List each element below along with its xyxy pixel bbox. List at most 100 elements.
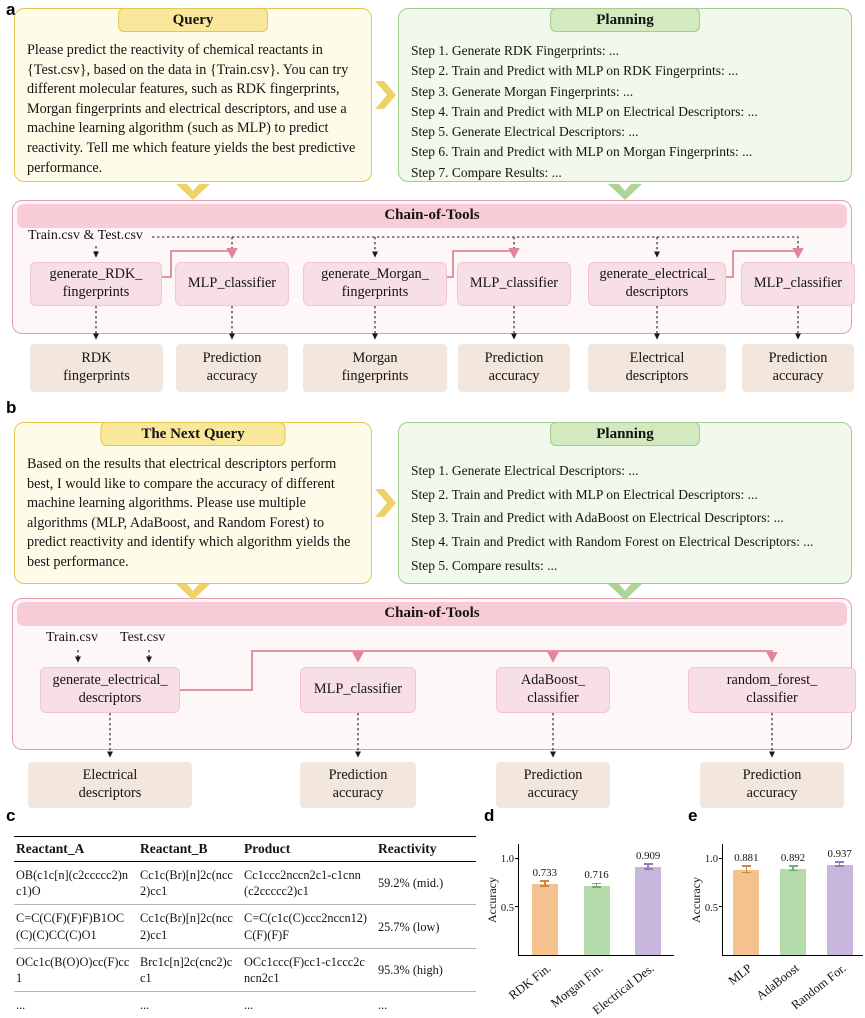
tool-box-generate-electrical-descriptors: generate_electrical_ descriptors: [588, 262, 726, 306]
error-bar-cap: [643, 863, 653, 865]
chevron-right-arrow-icon: [375, 489, 396, 517]
panel-label-c: c: [6, 806, 16, 825]
planning-steps-b: Step 1. Generate Electrical Descriptors:…: [411, 463, 814, 573]
error-bar-cap: [592, 882, 601, 884]
bar-random-for-: [826, 864, 853, 955]
bar-rdk-fin-: [531, 884, 558, 955]
y-tick: [515, 857, 519, 859]
error-bar: [544, 881, 546, 887]
tool-box-mlp-classifier-3: MLP_classifier: [741, 262, 855, 306]
output-box-rdk-fingerprints: RDK fingerprints: [30, 344, 163, 392]
table-cell: 59.2% (mid.): [376, 861, 476, 906]
bar-adaboost: [780, 868, 806, 955]
chain-of-tools-title-a: Chain-of-Tools: [17, 204, 847, 228]
y-tick-label: 1.0: [704, 854, 718, 866]
error-bar-cap: [835, 865, 845, 867]
table-row: ............: [14, 991, 476, 1018]
chain-input-test-csv-b: Test.csv: [120, 630, 166, 645]
table-cell: 25.7% (low): [376, 904, 476, 949]
error-bar: [647, 864, 649, 870]
planning-box-b: Planning Step 1. Generate Electrical Des…: [398, 422, 852, 584]
query-box-a: Query Please predict the reactivity of c…: [14, 8, 372, 182]
panel-label-e: e: [688, 806, 698, 825]
bar-value-label: 0.909: [636, 849, 661, 862]
y-tick: [719, 857, 723, 859]
chevron-right-arrow-icon: [375, 81, 396, 109]
tool-box-mlp-classifier-2: MLP_classifier: [457, 262, 571, 306]
bar-value-label: 0.937: [827, 847, 852, 860]
output-box-prediction-accuracy-b1: Prediction accuracy: [300, 762, 416, 808]
tool-box-generate-morgan-fingerprints: generate_Morgan_ fingerprints: [303, 262, 447, 306]
planning-title-a: Planning: [550, 8, 700, 32]
error-bar-cap: [741, 871, 751, 874]
output-box-prediction-accuracy-2: Prediction accuracy: [458, 344, 570, 392]
query-title-a: Query: [118, 8, 268, 32]
chevron-down-arrow-icon: [176, 184, 210, 200]
bar-mlp: [733, 869, 760, 955]
bar-value-label: 0.733: [532, 866, 557, 879]
error-bar: [792, 866, 794, 872]
table-cell: ...: [242, 991, 376, 1018]
planning-title-b: Planning: [550, 422, 700, 446]
table-cell: ...: [138, 991, 242, 1018]
chain-of-tools-title-b: Chain-of-Tools: [17, 602, 847, 626]
y-tick-label: 1.0: [500, 854, 514, 866]
tool-box-random-forest-classifier-b: random_forest_ classifier: [688, 667, 856, 713]
tool-box-generate-electrical-descriptors-b: generate_electrical_ descriptors: [40, 667, 180, 713]
error-bar-cap: [643, 868, 653, 870]
table-cell: C=C(c1c(C)ccc2nccn12)C(F)(F)F: [242, 904, 376, 949]
query-text-a: Please predict the reactivity of chemica…: [27, 42, 356, 176]
error-bar: [745, 866, 748, 874]
output-box-prediction-accuracy-1: Prediction accuracy: [176, 344, 288, 392]
column-header: Reactant_A: [14, 836, 138, 862]
table-cell: Cc1ccc2nccn2c1-c1cnn(c2ccccc2)c1: [242, 861, 376, 906]
y-tick-label: 0.5: [500, 902, 514, 914]
bar-morgan-fin-: [583, 885, 610, 955]
y-tick-label: 0.5: [704, 902, 718, 914]
table-cell: Cc1c(Br)[n]2c(ncc2)cc1: [138, 904, 242, 949]
query-box-b: The Next Query Based on the results that…: [14, 422, 372, 584]
bar-electrical-des-: [635, 867, 662, 955]
planning-steps-a: Step 1. Generate RDK Fingerprints: ... S…: [411, 43, 758, 180]
error-bar-cap: [788, 865, 798, 867]
output-box-morgan-fingerprints: Morgan fingerprints: [303, 344, 447, 392]
error-bar-cap: [835, 861, 845, 863]
y-axis-label: Accuracy: [485, 877, 499, 923]
table-cell: ...: [14, 991, 138, 1018]
chevron-down-arrow-icon: [608, 184, 642, 200]
panel-label-a: a: [6, 0, 16, 19]
column-header: Product: [242, 836, 376, 862]
error-bar-cap: [540, 885, 550, 887]
tool-box-generate-rdk-fingerprints: generate_RDK_ fingerprints: [30, 262, 162, 306]
table-cell: OCc1c(B(O)O)cc(F)cc1: [14, 948, 138, 993]
column-header: Reactivity: [376, 836, 476, 862]
error-bar: [595, 883, 598, 888]
y-axis-label: Accuracy: [689, 877, 703, 923]
bar-value-label: 0.716: [584, 868, 609, 881]
table-cell: C=C(C(F)(F)F)B1OC(C)(C)CC(C)O1: [14, 904, 138, 949]
table-cell: OCc1ccc(F)cc1-c1ccc2cncn2c1: [242, 948, 376, 993]
error-bar-cap: [741, 865, 751, 867]
panel-label-b: b: [6, 398, 17, 417]
tool-box-mlp-classifier-1: MLP_classifier: [175, 262, 289, 306]
chain-input-train-csv-b: Train.csv: [46, 630, 98, 645]
query-title-b: The Next Query: [100, 422, 286, 446]
table-cell: OB(c1c[n](c2ccccc2)nc1)O: [14, 861, 138, 906]
chain-input-label-a: Train.csv & Test.csv: [28, 228, 143, 243]
table-cell: 95.3% (high): [376, 948, 476, 993]
query-text-b: Based on the results that electrical des…: [27, 456, 351, 570]
panel-label-d: d: [484, 806, 495, 825]
output-box-prediction-accuracy-b2: Prediction accuracy: [496, 762, 610, 808]
output-box-prediction-accuracy-b3: Prediction accuracy: [700, 762, 844, 808]
table-cell: Cc1c(Br)[n]2c(ncc2)cc1: [138, 861, 242, 906]
error-bar-cap: [788, 869, 798, 872]
output-box-prediction-accuracy-3: Prediction accuracy: [742, 344, 854, 392]
output-box-electrical-descriptors-b: Electrical descriptors: [28, 762, 192, 808]
